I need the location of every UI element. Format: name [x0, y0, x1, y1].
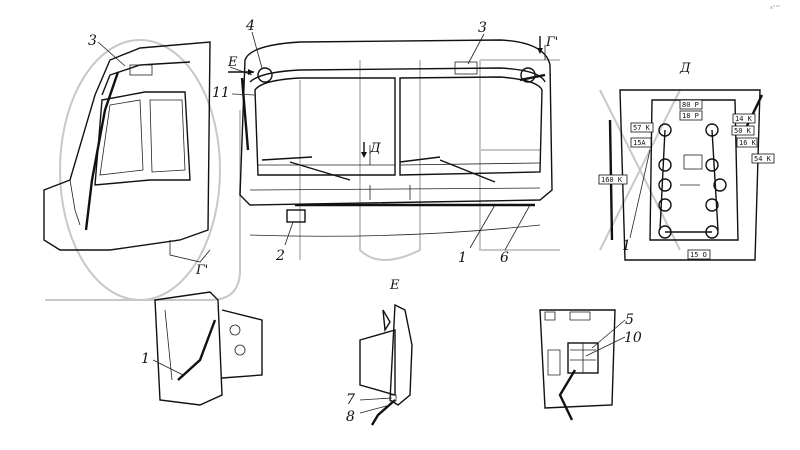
view-d-panel [608, 89, 764, 261]
view-arrow-d-label: Д [369, 141, 381, 156]
wire-tag-57K: 57 K [630, 122, 654, 133]
callout-4: 4 [245, 18, 255, 34]
wire-tag-14K: 14 K [732, 113, 756, 124]
view-arrow-g [537, 36, 543, 54]
wire-tag-15A-text: 15A [633, 139, 646, 147]
callout-5: 5 [625, 312, 634, 328]
wire-tag-15O-text: 15 O [690, 251, 707, 259]
wire-tag-80P-text: 80 P [682, 101, 699, 109]
callout-3-left: 3 [88, 33, 97, 49]
watermark [45, 39, 681, 301]
callout-1-right: 1 [622, 238, 631, 254]
view-d-title: Д [679, 61, 691, 76]
callout-8: 8 [346, 409, 355, 425]
callout-10: 10 [624, 330, 642, 346]
wire-tag-14K-text: 14 K [735, 115, 753, 123]
wire-tag-15A: 15A [630, 137, 652, 148]
callout-7: 7 [346, 392, 355, 408]
callout-2: 2 [275, 248, 285, 264]
callout-6: 6 [500, 250, 509, 266]
wire-tag-50K-text: 50 K [734, 127, 752, 135]
wire-tag-54K-text: 54 K [754, 155, 772, 163]
wire-tag-18P: 18 P [679, 110, 703, 121]
view-arrow-d [361, 142, 367, 158]
cab-side-view [43, 41, 211, 263]
callout-1-mid: 1 [458, 250, 467, 266]
view-arrow-g-label: Г' [545, 35, 558, 50]
view-e-title: E [389, 278, 400, 293]
view-g-detail [154, 291, 263, 406]
wire-tag-57K-text: 57 K [633, 124, 651, 132]
view-arrow-e [228, 69, 254, 75]
wire-tag-54K: 54 K [751, 153, 775, 164]
cab-front-view [239, 39, 553, 237]
view-g-title: Г' [195, 263, 208, 278]
wire-tag-160K: 160 K [598, 174, 628, 185]
wire-tag-160K-text: 160 K [601, 176, 623, 184]
wire-tag-16K: 16 K [736, 137, 758, 148]
wire-tag-18P-text: 18 P [682, 112, 699, 120]
callout-11: 11 [212, 85, 230, 101]
view-arrow-e-label: E [227, 55, 238, 70]
corner-mark: x°°° [770, 5, 781, 11]
wire-tag-50K: 50 K [731, 125, 755, 136]
wire-tag-15O: 15 O [687, 249, 711, 260]
view-bottom-right-detail [539, 309, 616, 421]
leader-lines [97, 31, 651, 414]
wire-tag-80P: 80 P [679, 99, 703, 110]
wire-tag-16K-text: 16 K [739, 139, 757, 147]
view-e-detail [359, 303, 413, 426]
callout-1-bottom: 1 [141, 351, 150, 367]
callout-3-right: 3 [478, 20, 487, 36]
